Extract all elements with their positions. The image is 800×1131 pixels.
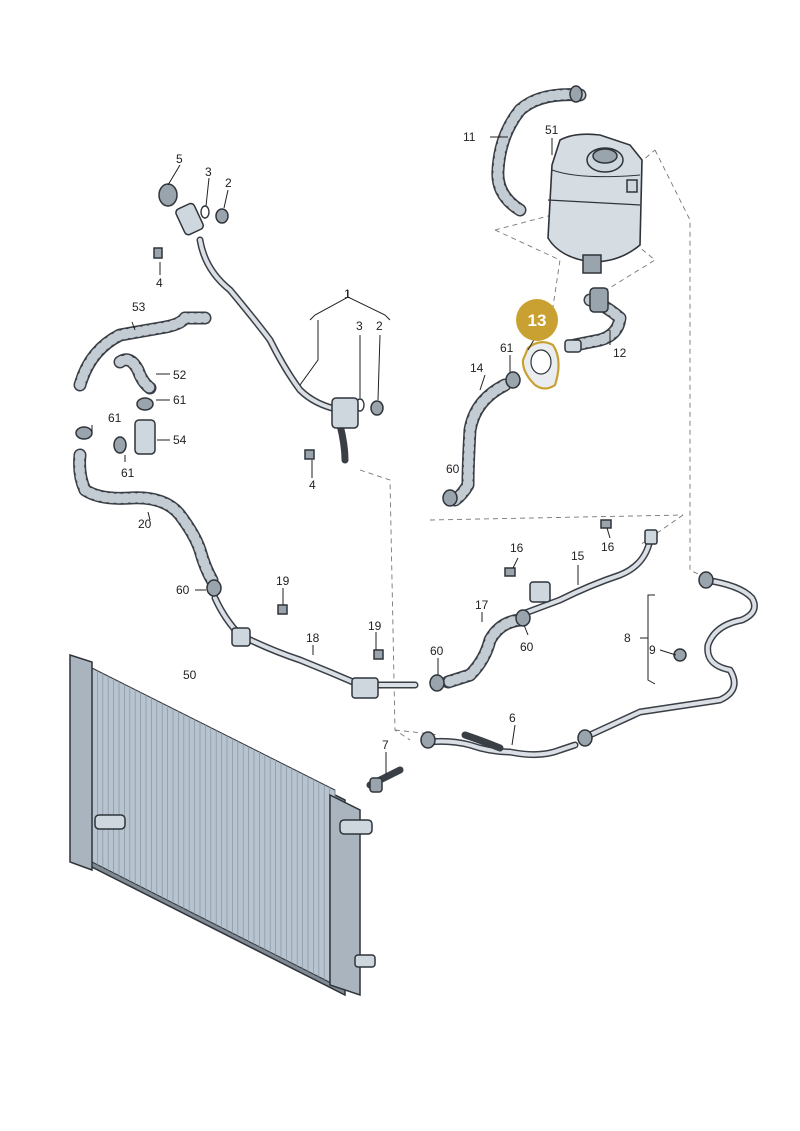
label-1: 1 <box>344 287 351 301</box>
label-8: 8 <box>624 631 631 645</box>
label-17: 17 <box>475 598 489 612</box>
highlight-circle <box>516 299 558 341</box>
label-9: 9 <box>649 643 656 657</box>
radiator <box>69 653 376 997</box>
label-14: 14 <box>470 361 484 375</box>
expansion-tank <box>547 133 643 274</box>
label-7: 7 <box>382 738 389 752</box>
label-60a: 60 <box>446 462 460 476</box>
label-12: 12 <box>613 346 627 360</box>
label-54: 54 <box>173 433 187 447</box>
leader-lines <box>91 136 677 775</box>
label-19b: 19 <box>368 619 382 633</box>
label-4b: 4 <box>309 478 316 492</box>
label-18: 18 <box>306 631 320 645</box>
label-2: 2 <box>225 176 232 190</box>
label-60d: 60 <box>520 640 534 654</box>
label-53: 53 <box>132 300 146 314</box>
label-16b: 16 <box>601 540 615 554</box>
highlight-label: 13 <box>528 311 547 330</box>
hoses <box>73 88 627 689</box>
label-50: 50 <box>183 668 197 682</box>
pipes <box>196 236 758 789</box>
label-51: 51 <box>545 123 559 137</box>
label-3b: 3 <box>356 319 363 333</box>
label-4: 4 <box>156 276 163 290</box>
part-labels: 5 3 2 4 1 3 2 4 11 51 12 61 14 60 53 52 … <box>108 123 656 752</box>
label-61c: 61 <box>108 411 122 425</box>
label-16a: 16 <box>510 541 524 555</box>
highlight-badge-13[interactable]: 13 <box>516 299 558 341</box>
label-61a: 61 <box>500 341 514 355</box>
label-6: 6 <box>509 711 516 725</box>
label-5: 5 <box>176 152 183 166</box>
label-20: 20 <box>138 517 152 531</box>
label-61b: 61 <box>173 393 187 407</box>
label-60c: 60 <box>430 644 444 658</box>
label-60b: 60 <box>176 583 190 597</box>
label-2b: 2 <box>376 319 383 333</box>
label-3: 3 <box>205 165 212 179</box>
label-19a: 19 <box>276 574 290 588</box>
label-15: 15 <box>571 549 585 563</box>
label-52: 52 <box>173 368 187 382</box>
small-parts <box>75 85 714 793</box>
label-11: 11 <box>463 130 476 144</box>
label-61d: 61 <box>121 466 135 480</box>
reference-lines <box>359 149 711 741</box>
